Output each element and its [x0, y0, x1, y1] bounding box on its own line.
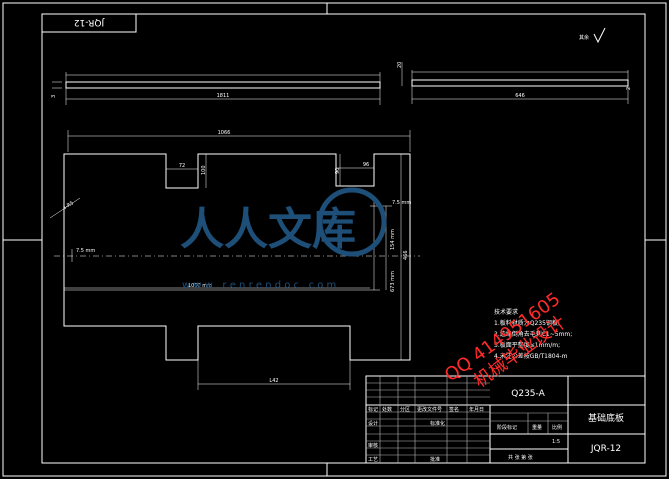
tb-code: JQR-12 [590, 444, 621, 454]
dim-bottom-inner: 1000 mm [188, 283, 212, 289]
watermark-url: w w w . r e n r e n d o c . c o m [182, 280, 336, 291]
tb-role-process: 工艺 [368, 457, 378, 463]
tb-header-4: 更改文件号 [417, 406, 442, 413]
tech-req-title: 技术要求 [494, 308, 518, 316]
dim-top-right-height: 20 [397, 62, 403, 68]
tech-req-item-1: 1.板料材质为Q235钢板; [494, 319, 560, 327]
tb-stage-3: 比例 [552, 424, 562, 431]
tb-header-5: 签名 [449, 406, 459, 413]
tb-material: Q235-A [511, 389, 545, 399]
tb-approve-label: 批准 [430, 456, 440, 463]
dim-v-overall: 466 [403, 250, 409, 260]
dim-center-left: 7.5 mm [76, 248, 95, 254]
dim-v-inner-2: 673 mm [390, 271, 396, 292]
dim-angle: 4-R5 [62, 200, 75, 211]
dim-notch-right-w: 96 [363, 162, 369, 168]
tb-header-1: 标记 [368, 406, 378, 413]
tech-req-item-4: 4.未注公差按GB/T1804-m [494, 352, 568, 360]
tb-header-2: 处数 [382, 406, 392, 413]
roughness-label: 其余 [579, 34, 589, 41]
tb-scale: 1:5 [552, 439, 560, 445]
dim-bottom-notch: L42 [269, 378, 278, 384]
watermark: 人人文库 w w w . r e n r e n d o c . c o m [180, 187, 387, 291]
inner-border [41, 13, 646, 464]
code-box-text: JQR-12 [74, 17, 105, 27]
top-right-view [401, 62, 629, 104]
code-box [41, 13, 137, 33]
dim-v-inner-1: 154 mm [390, 229, 396, 250]
dim-top-right-length: 646 [515, 93, 525, 99]
tech-req-item-2: 2.边缘倒角去毛刺C1~5mm; [494, 330, 572, 338]
dim-notch-left-h: 100 [201, 165, 207, 175]
roughness-icon [593, 27, 606, 44]
tb-header-6: 年月日 [469, 406, 484, 413]
tb-stage-1: 阶段标记 [497, 424, 517, 431]
leader-angle [49, 197, 81, 219]
tb-std-label: 标准化 [430, 420, 445, 427]
dim-right-tick: 7.5 mm [392, 200, 411, 206]
title-block [365, 375, 646, 464]
dim-notch-right-h: 90 [335, 168, 341, 174]
dim-overall-width: 1066 [218, 130, 231, 136]
dim-top-left-thickness: 3 [51, 95, 57, 98]
tb-header-3: 分区 [400, 406, 410, 413]
tb-stage-2: 重量 [532, 424, 542, 431]
dim-notch-left-w: 72 [179, 163, 185, 169]
plate-outline [63, 153, 411, 361]
tech-req-item-3: 3.板面平整度≤1mm/m; [494, 341, 560, 349]
dim-top-right-side: 2 [626, 87, 632, 90]
dim-top-left-length: 1811 [217, 93, 230, 99]
top-side-view [52, 72, 381, 105]
tb-sheet: 共 张 第 张 [508, 454, 533, 461]
tb-role-design: 设计 [368, 420, 378, 427]
tb-part-name: 基础底板 [588, 412, 624, 424]
tb-role-check: 审核 [368, 442, 378, 449]
watermark-text: 人人文库 [180, 204, 356, 255]
